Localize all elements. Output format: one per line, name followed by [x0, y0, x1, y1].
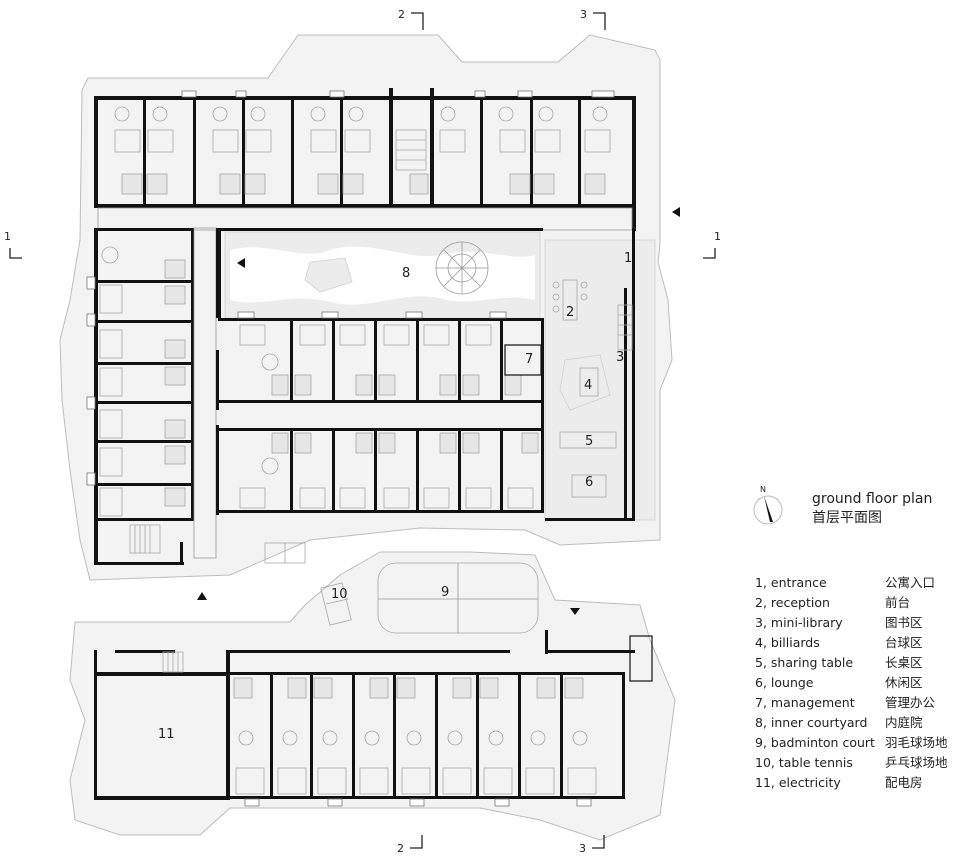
tree-icon — [435, 241, 489, 295]
entrance-arrow-icon — [672, 207, 680, 217]
legend-zh: 公寓入口 — [885, 575, 936, 590]
room-label-3: 3 — [616, 350, 624, 365]
room-label-10: 10 — [331, 587, 348, 602]
legend-zh: 乒乓球场地 — [885, 755, 948, 770]
south-block — [94, 630, 653, 807]
room-label-8: 8 — [402, 266, 410, 281]
legend-zh: 前台 — [885, 595, 911, 610]
legend-item: 1, entrance 公寓入口 — [755, 573, 960, 593]
legend-zh: 长桌区 — [885, 655, 923, 670]
table-tennis — [320, 582, 352, 626]
courtyard-island — [304, 257, 353, 293]
entrance-arrow-icon — [197, 592, 207, 600]
section-label-3-top: 3 — [580, 8, 587, 21]
courtyard-white-path — [230, 246, 535, 305]
entrance-arrow-icon — [237, 258, 245, 268]
entrance-arrow-icon — [570, 608, 580, 615]
legend-en: 7, management — [755, 695, 855, 710]
legend-item: 7, management 管理办公 — [755, 693, 960, 713]
legend-zh: 配电房 — [885, 775, 923, 790]
legend: 1, entrance 公寓入口 2, reception 前台 3, mini-l… — [755, 573, 960, 793]
legend-item: 10, table tennis 乒乓球场地 — [755, 753, 960, 773]
plan-title-zh: 首层平面图 — [812, 510, 882, 526]
section-label-1-left: 1 — [4, 230, 11, 243]
legend-en: 3, mini-library — [755, 615, 843, 630]
east-lounge — [545, 228, 635, 521]
section-marker-2-top — [411, 12, 424, 30]
legend-en: 2, reception — [755, 595, 830, 610]
legend-item: 2, reception 前台 — [755, 593, 960, 613]
legend-en: 11, electricity — [755, 775, 841, 790]
section-marker-1-right — [703, 248, 716, 259]
room-label-6: 6 — [585, 475, 593, 490]
svg-text:N: N — [760, 485, 766, 494]
room-label-9: 9 — [441, 585, 449, 600]
legend-item: 6, lounge 休闲区 — [755, 673, 960, 693]
legend-item: 8, inner courtyard 内庭院 — [755, 713, 960, 733]
plan-title: ground floor plan 首层平面图 — [812, 490, 932, 528]
room-label-1: 1 — [624, 251, 632, 266]
room-label-5: 5 — [585, 434, 593, 449]
legend-en: 10, table tennis — [755, 755, 853, 770]
legend-zh: 台球区 — [885, 635, 923, 650]
legend-item: 5, sharing table 长桌区 — [755, 653, 960, 673]
north-arrow-icon: N — [753, 485, 783, 525]
legend-zh: 图书区 — [885, 615, 923, 630]
legend-item: 9, badminton court 羽毛球场地 — [755, 733, 960, 753]
section-label-3-bottom: 3 — [579, 842, 586, 855]
room-label-11: 11 — [158, 727, 175, 742]
legend-zh: 羽毛球场地 — [885, 735, 948, 750]
legend-en: 5, sharing table — [755, 655, 854, 670]
section-marker-1-left — [9, 248, 22, 259]
plan-title-en: ground floor plan — [812, 491, 933, 507]
legend-zh: 管理办公 — [885, 695, 936, 710]
room-label-4: 4 — [584, 378, 592, 393]
legend-item: 3, mini-library 图书区 — [755, 613, 960, 633]
section-marker-2-bottom — [410, 835, 423, 849]
legend-zh: 休闲区 — [885, 675, 923, 690]
section-marker-3-bottom — [592, 835, 605, 849]
room-label-2: 2 — [566, 305, 574, 320]
legend-item: 4, billiards 台球区 — [755, 633, 960, 653]
legend-en: 1, entrance — [755, 575, 827, 590]
section-label-2-top: 2 — [398, 8, 405, 21]
west-wing — [86, 227, 219, 565]
section-marker-3-top — [593, 12, 606, 30]
legend-en: 4, billiards — [755, 635, 820, 650]
legend-en: 9, badminton court — [755, 735, 875, 750]
section-label-2-bottom: 2 — [397, 842, 404, 855]
section-label-1-right: 1 — [714, 230, 721, 243]
center-block — [218, 311, 544, 513]
legend-zh: 内庭院 — [885, 715, 923, 730]
legend-en: 6, lounge — [755, 675, 814, 690]
room-label-7: 7 — [525, 352, 533, 367]
legend-item: 11, electricity 配电房 — [755, 773, 960, 793]
north-wing — [94, 88, 636, 231]
legend-en: 8, inner courtyard — [755, 715, 868, 730]
badminton-court — [377, 562, 539, 634]
